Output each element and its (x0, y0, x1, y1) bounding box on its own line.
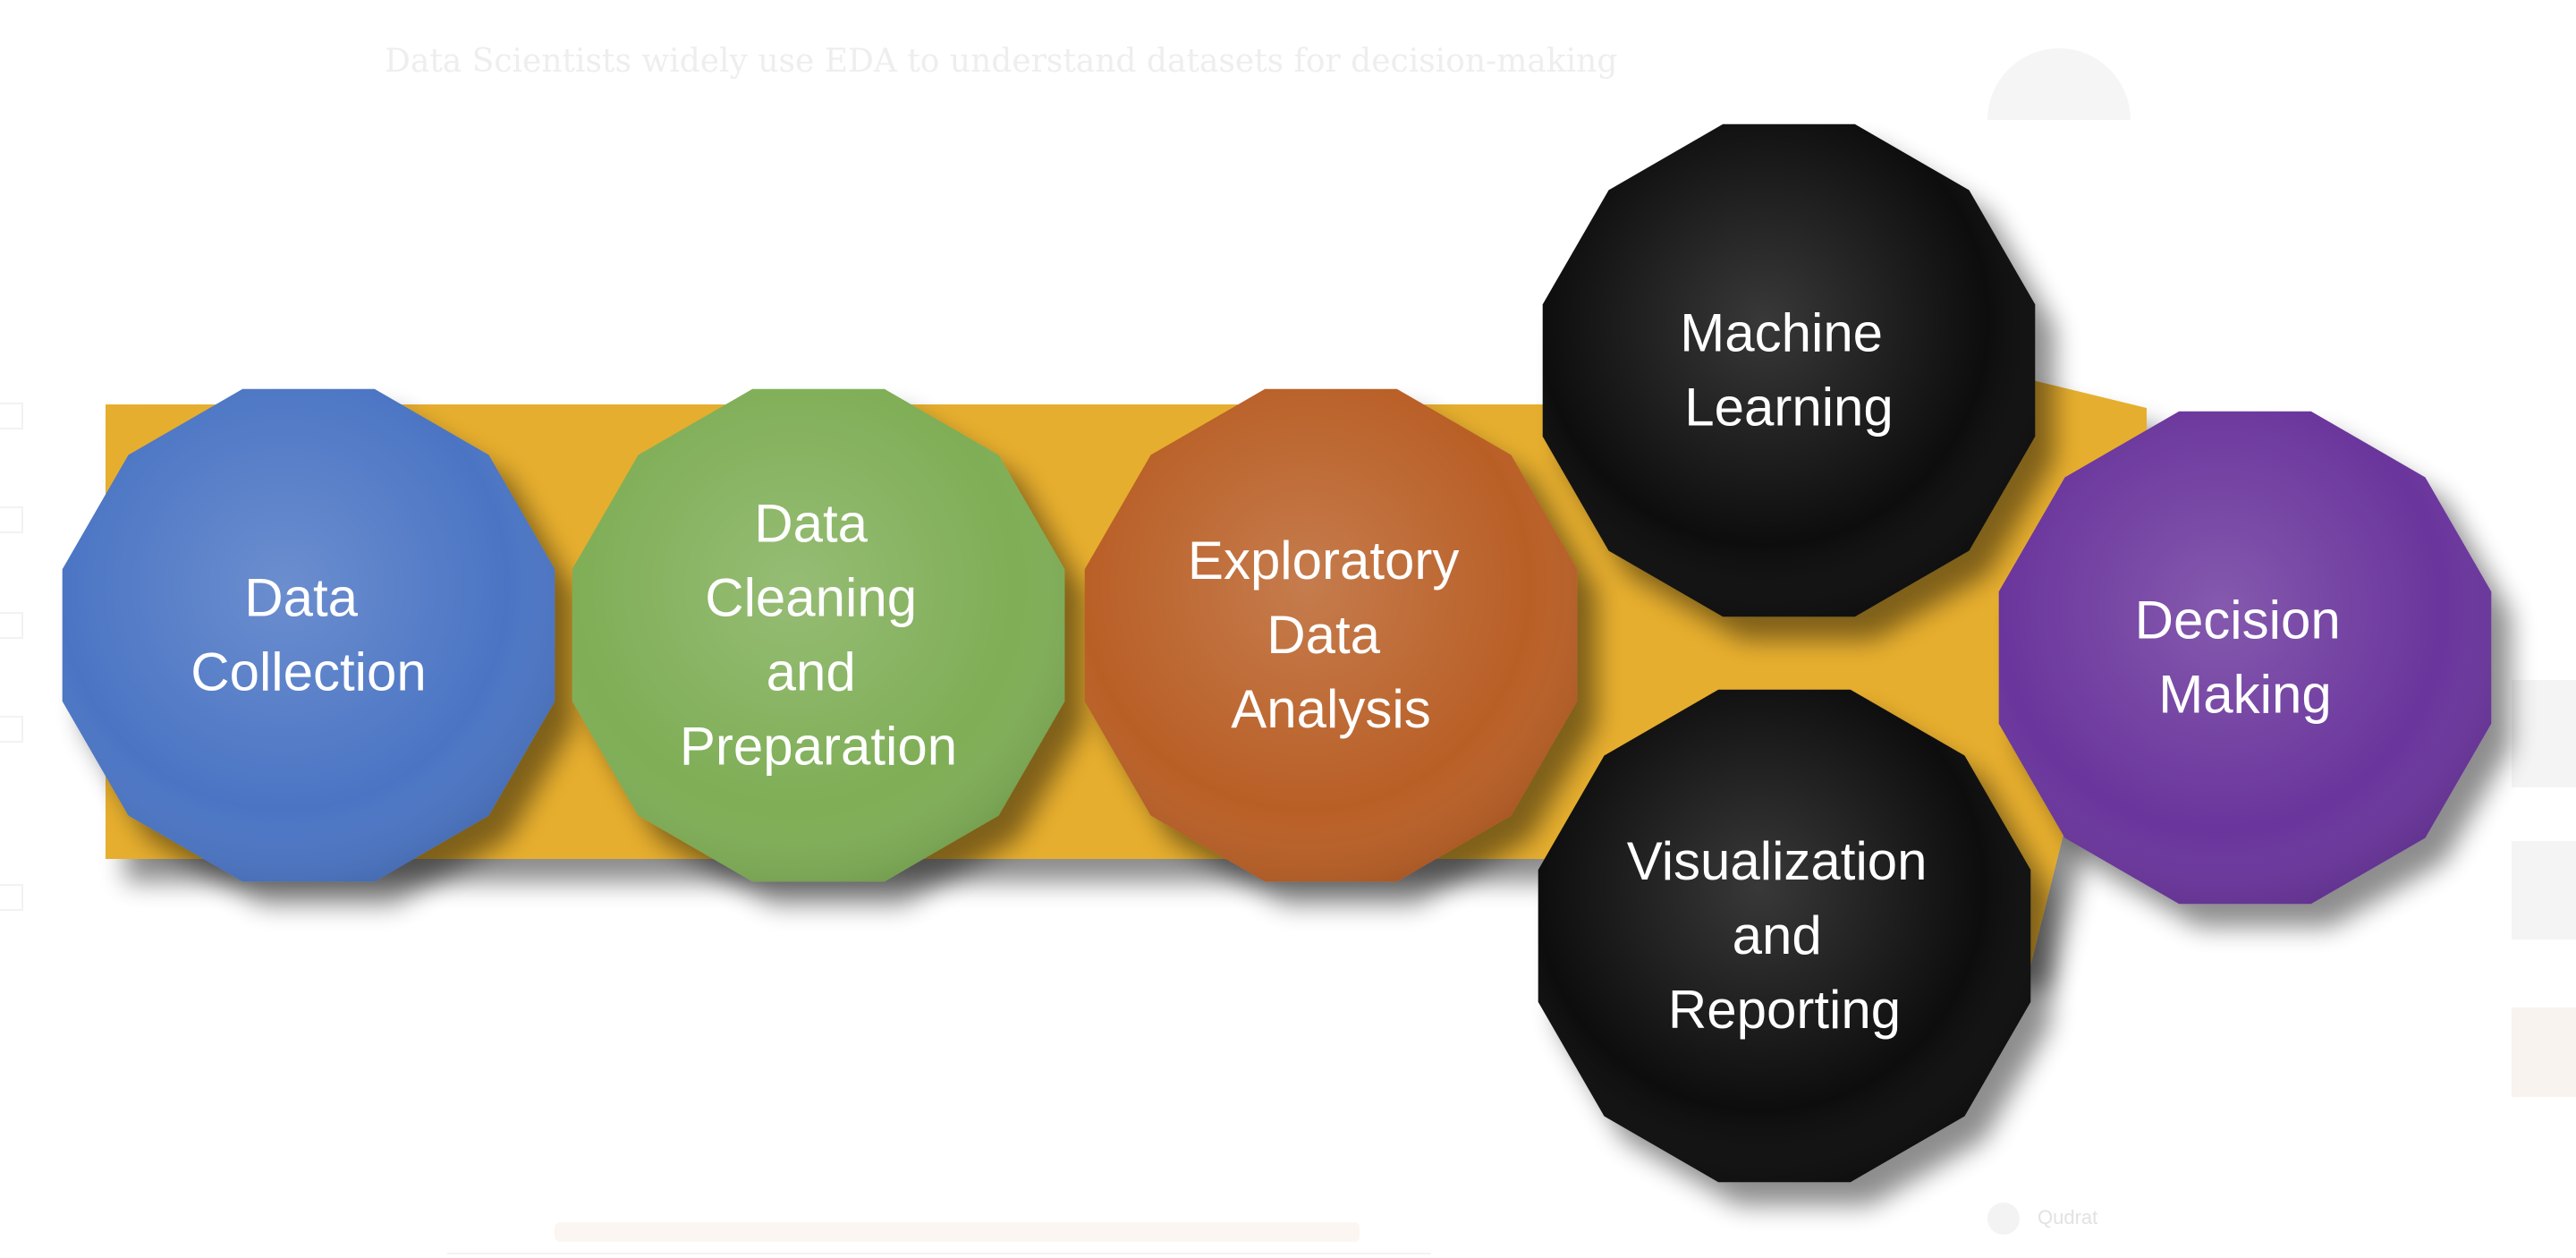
node-data-cleaning-line-3: and (767, 642, 856, 702)
faded-write-icon (0, 884, 23, 911)
data-cleaning-sheen (572, 388, 1065, 882)
node-data-cleaning-label: Data Cleaning and Preparation (680, 494, 957, 777)
node-visualization-line-2: and (1733, 905, 1822, 965)
faded-side-thumbnail (2512, 1007, 2576, 1097)
node-machine-learning-line-1: Machine (1680, 303, 1883, 363)
node-decision-making-label: Decision Making (2135, 591, 2356, 725)
node-decision-making: Decision Making (1998, 411, 2492, 905)
eda-sheen (1084, 388, 1578, 882)
node-data-collection: Data Collection (62, 388, 555, 882)
node-visualization-line-1: Visualization (1627, 831, 1928, 891)
faded-side-card (2512, 841, 2576, 939)
faded-side-image (2512, 680, 2576, 787)
node-eda-line-1: Exploratory (1188, 531, 1459, 591)
node-decision-making-line-2: Making (2158, 665, 2331, 725)
node-data-collection-line-1: Data (244, 568, 358, 628)
faded-stories-icon (0, 716, 23, 743)
machine-learning-sheen (1542, 123, 2036, 617)
node-data-collection-label: Data Collection (191, 568, 426, 702)
visualization-sheen (1538, 689, 2031, 1183)
node-data-cleaning-line-2: Cleaning (705, 568, 917, 628)
node-eda-line-3: Analysis (1231, 679, 1430, 739)
node-eda-label: Exploratory Data Analysis (1188, 531, 1474, 739)
node-machine-learning-line-2: Learning (1684, 378, 1894, 438)
node-eda: Exploratory Data Analysis (1084, 388, 1578, 882)
node-eda-line-2: Data (1267, 605, 1380, 665)
node-data-cleaning-line-4: Preparation (680, 717, 957, 777)
node-machine-learning-label: Machine Learning (1680, 303, 1897, 438)
faded-profile-icon (0, 612, 23, 639)
faded-author-name: Qudrat (2038, 1206, 2098, 1228)
faded-image-strip (555, 1222, 1360, 1242)
node-decision-making-line-1: Decision (2135, 591, 2341, 650)
faded-bookmark-icon (0, 506, 23, 533)
faded-author-avatar (1987, 1203, 2020, 1235)
data-collection-sheen (62, 388, 555, 882)
node-visualization: Visualization and Reporting (1538, 689, 2031, 1183)
node-visualization-line-3: Reporting (1668, 980, 1901, 1040)
node-data-collection-line-2: Collection (191, 642, 426, 702)
node-machine-learning: Machine Learning (1542, 123, 2036, 617)
background-caption: Data Scientists widely use EDA to unders… (385, 43, 1618, 80)
node-visualization-label: Visualization and Reporting (1627, 831, 1942, 1040)
faded-divider (447, 1253, 1431, 1254)
faded-home-icon (0, 403, 23, 429)
node-data-cleaning-line-1: Data (754, 494, 868, 554)
node-data-cleaning: Data Cleaning and Preparation (572, 388, 1065, 882)
decision-making-sheen (1998, 411, 2492, 905)
